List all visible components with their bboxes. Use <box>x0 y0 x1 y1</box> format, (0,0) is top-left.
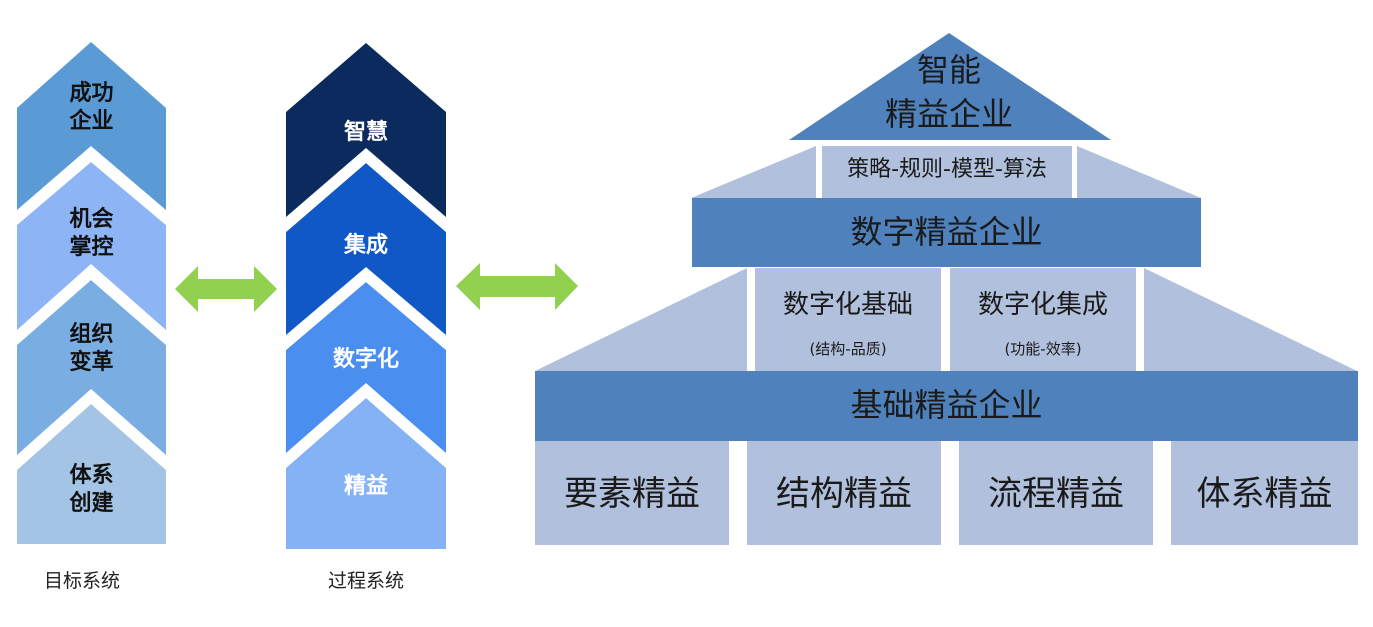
goal-item-1-line2: 企业 <box>69 108 114 134</box>
double-arrow-icon <box>175 266 277 312</box>
foundation-block-1: 要素精益 <box>564 474 700 514</box>
goal-item-4: 体系 创建 <box>17 462 166 517</box>
goal-chevron-2-gap <box>17 146 166 225</box>
middle-pillar-2-subtitle: (功能-效率) <box>1004 340 1082 358</box>
lower-right-wedge <box>1144 268 1357 371</box>
process-chevron-2 <box>286 163 446 335</box>
goal-chevron-1 <box>17 42 166 210</box>
goal-item-4-line1: 体系 <box>69 463 114 488</box>
digital-band-label: 数字精益企业 <box>850 213 1043 251</box>
process-chevron-4-gap <box>286 383 446 468</box>
foundation-block-3: 流程精益 <box>988 474 1124 514</box>
process-chevron-3-gap <box>286 267 446 350</box>
roof-label-line1: 智能 <box>916 51 981 89</box>
goal-chevron-3-gap <box>17 264 166 345</box>
middle-pillar-1-title: 数字化基础 <box>782 290 913 320</box>
roof-label: 智能 精益企业 <box>849 48 1049 136</box>
goal-item-2: 机会 掌控 <box>17 206 166 261</box>
goal-system-chevrons <box>17 42 166 544</box>
goal-item-3: 组织 变革 <box>17 321 166 376</box>
foundation-block-4: 体系精益 <box>1196 474 1333 514</box>
goal-item-4-line2: 创建 <box>69 490 114 516</box>
foundation-block-2: 结构精益 <box>776 474 912 514</box>
goal-item-1: 成功 企业 <box>17 80 166 135</box>
base-band-bg <box>535 371 1358 441</box>
process-system-chevrons <box>286 43 446 549</box>
goal-item-2-line2: 掌控 <box>69 234 114 260</box>
digital-band-bg <box>692 198 1201 267</box>
roof-triangle <box>789 33 1111 140</box>
process-chevron-1 <box>286 43 446 217</box>
upper-left-wedge <box>691 146 816 198</box>
base-band-label: 基础精益企业 <box>850 386 1043 424</box>
goal-chevron-3 <box>17 280 166 455</box>
goal-item-2-line1: 机会 <box>69 207 114 232</box>
middle-pillar-1-bg <box>755 268 941 371</box>
process-chevron-3 <box>286 282 446 453</box>
process-item-4: 精益 <box>343 474 388 499</box>
goal-item-3-line2: 变革 <box>69 349 114 375</box>
process-chevron-2-gap <box>286 148 446 232</box>
process-system-caption: 过程系统 <box>327 570 404 592</box>
middle-pillar-2-bg <box>950 268 1136 371</box>
upper-pillar-bg <box>822 146 1072 198</box>
goal-chevron-4-gap <box>17 389 166 470</box>
process-item-3: 数字化 <box>332 347 399 372</box>
process-item-1: 智慧 <box>343 120 388 145</box>
process-chevron-4 <box>286 398 446 549</box>
goal-chevron-2 <box>17 162 166 330</box>
middle-pillar-1-subtitle: (结构-品质) <box>809 340 887 358</box>
foundation-block-1-bg <box>535 441 729 545</box>
upper-right-wedge <box>1077 146 1201 198</box>
foundation-block-2-bg <box>747 441 941 545</box>
goal-item-3-line1: 组织 <box>69 322 114 347</box>
middle-pillar-2-title: 数字化集成 <box>977 290 1108 320</box>
double-arrow-icon <box>456 263 578 310</box>
goal-chevron-4 <box>17 404 166 544</box>
roof-label-line2: 精益企业 <box>884 95 1013 133</box>
house-structure <box>535 33 1358 545</box>
upper-pillar-label: 策略-规则-模型-算法 <box>847 157 1047 182</box>
foundation-block-3-bg <box>959 441 1153 545</box>
lower-left-wedge <box>535 268 747 371</box>
goal-system-caption: 目标系统 <box>43 570 120 592</box>
process-item-2: 集成 <box>343 233 388 258</box>
foundation-block-4-bg <box>1171 441 1358 545</box>
goal-item-1-line1: 成功 <box>69 81 114 106</box>
